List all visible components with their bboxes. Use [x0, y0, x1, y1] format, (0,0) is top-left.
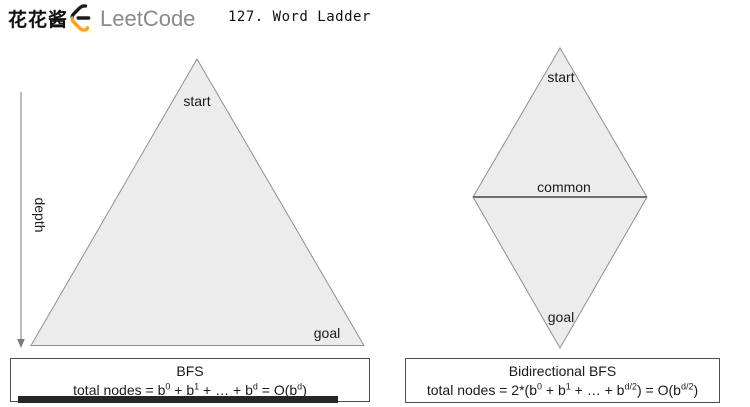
bidirectional-diamond-shape [472, 47, 648, 350]
triangle-start-label: start [183, 93, 211, 109]
bidirectional-box-title: Bidirectional BFS [508, 363, 617, 379]
bfs-summary-box: BFS total nodes = b0 + b1 + … + bd = O(b… [10, 358, 370, 402]
depth-arrowhead [17, 339, 25, 348]
triangle-goal-label: goal [313, 325, 341, 341]
leetcode-logo-icon [70, 4, 91, 32]
problem-title: 127. Word Ladder [228, 9, 371, 25]
bidirectional-summary-box: Bidirectional BFS total nodes = 2*(b0 + … [405, 358, 720, 403]
bfs-box-title: BFS [176, 363, 204, 379]
diamond-common-label: common [537, 179, 591, 195]
channel-brand: 花花酱 [8, 10, 69, 31]
bidirectional-box-formula: total nodes = 2*(b0 + b1 + … + bd/2) = O… [426, 381, 699, 398]
diamond-start-label: start [547, 69, 575, 85]
bfs-box-formula: total nodes = b0 + b1 + … + bd = O(bd) [73, 381, 307, 398]
diamond-goal-label: goal [547, 309, 575, 325]
thick-underline-bar [18, 396, 338, 403]
depth-label: depth [32, 197, 48, 233]
leetcode-wordmark: LeetCode [100, 6, 196, 31]
